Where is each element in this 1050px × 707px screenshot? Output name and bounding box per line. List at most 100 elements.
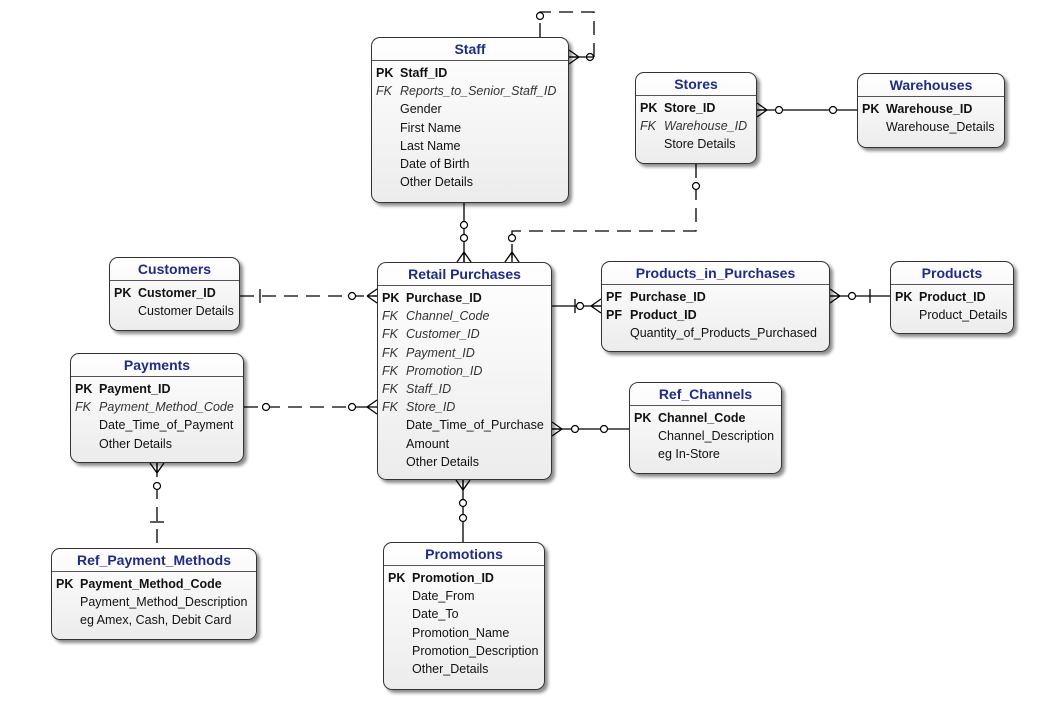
attribute-row: Date_From: [384, 587, 544, 605]
optional-circle-marker: [535, 11, 545, 21]
attribute-row: Promotion_Name: [384, 624, 544, 642]
key-marker: PK: [382, 291, 400, 305]
entity-title: Staff: [372, 38, 568, 61]
attribute-row: Promotion_Description: [384, 642, 544, 660]
attribute-name: Warehouse_ID: [886, 102, 973, 116]
attribute-name: Warehouse_Details: [886, 120, 995, 135]
attribute-row: Other Details: [378, 453, 551, 471]
key-marker: FK: [382, 309, 398, 324]
attribute-row: PK Purchase_ID: [378, 289, 551, 307]
attribute-name: Promotion_ID: [412, 571, 494, 585]
attribute-row: Channel_Description: [630, 427, 781, 445]
attribute-name: Product_ID: [630, 308, 697, 323]
optional-circle-marker: [575, 301, 585, 311]
attribute-name: Purchase_ID: [406, 291, 482, 305]
crows-foot-marker: [504, 251, 520, 263]
attribute-row: Warehouse_Details: [858, 118, 1004, 136]
key-marker: PK: [388, 571, 406, 585]
attribute-name: Product_ID: [919, 290, 986, 304]
entity-title: Customers: [110, 258, 239, 281]
crows-foot-marker: [149, 462, 165, 474]
attribute-row: Product_Details: [891, 306, 1013, 324]
crows-foot-marker: [366, 399, 378, 415]
key-marker: PK: [114, 286, 132, 300]
optional-circle-marker: [570, 424, 580, 434]
attribute-name: Other Details: [406, 454, 479, 469]
attribute-row: Amount: [378, 435, 551, 453]
attribute-name: Staff_ID: [406, 381, 452, 396]
attribute-name: Store_ID: [664, 101, 716, 115]
key-marker: FK: [382, 363, 398, 378]
entity-title: Payments: [71, 354, 243, 377]
entity-title: Products: [891, 262, 1013, 285]
key-marker: FK: [376, 84, 392, 99]
entity-title: Ref_Payment_Methods: [52, 549, 256, 572]
attribute-row: Payment_Method_Description: [52, 593, 256, 611]
key-marker: PF: [606, 290, 622, 304]
attribute-name: Promotion_Name: [412, 625, 510, 640]
attribute-name: Payment_Method_Code: [99, 400, 234, 415]
attribute-name: Customer_ID: [406, 327, 480, 342]
attribute-row: Gender: [372, 100, 568, 118]
attribute-name: Date_From: [412, 589, 475, 604]
crows-foot-marker: [455, 479, 471, 491]
attribute-name: Channel_Description: [658, 429, 775, 444]
attribute-row: PK Customer_ID: [110, 284, 239, 302]
attribute-row: Customer Details: [110, 302, 239, 320]
attribute-name: Promotion_ID: [406, 363, 483, 378]
key-marker: PK: [640, 101, 658, 115]
optional-circle-marker: [459, 220, 469, 230]
optional-circle-marker: [458, 498, 468, 508]
attribute-row: Date_To: [384, 605, 544, 623]
crows-foot-marker: [829, 288, 841, 304]
optional-circle-marker: [347, 402, 357, 412]
key-marker: PK: [634, 411, 652, 425]
attribute-row: FK Reports_to_Senior_Staff_ID: [372, 82, 568, 100]
key-marker: FK: [382, 345, 398, 360]
attribute-name: Product_Details: [919, 308, 1008, 323]
attribute-row: eg In-Store: [630, 445, 781, 463]
attribute-name: Amount: [406, 436, 450, 451]
attribute-row: Date_Time_of_Payment: [71, 416, 243, 434]
attribute-name: Gender: [400, 102, 442, 117]
attribute-name: Channel_Code: [658, 411, 746, 425]
optional-circle-marker: [774, 105, 784, 115]
attribute-name: Quantity_of_Products_Purchased: [630, 326, 817, 341]
attribute-name: Last Name: [400, 138, 461, 153]
optional-circle-marker: [152, 481, 162, 491]
attribute-row: eg Amex, Cash, Debit Card: [52, 611, 256, 629]
attribute-name: Reports_to_Senior_Staff_ID: [400, 84, 557, 99]
attribute-name: Payment_ID: [406, 345, 475, 360]
attribute-name: Store_ID: [406, 400, 456, 415]
attribute-row: Other Details: [372, 173, 568, 191]
attribute-name: Date_To: [412, 607, 459, 622]
entity-title: Retail Purchases: [378, 263, 551, 286]
attribute-row: Other Details: [71, 435, 243, 453]
attribute-name: Customer_ID: [138, 286, 216, 300]
entity-title: Warehouses: [858, 74, 1004, 97]
key-marker: PF: [606, 308, 622, 323]
attribute-row: Quantity_of_Products_Purchased: [602, 324, 829, 342]
attribute-name: Payment_Method_Description: [80, 595, 248, 610]
